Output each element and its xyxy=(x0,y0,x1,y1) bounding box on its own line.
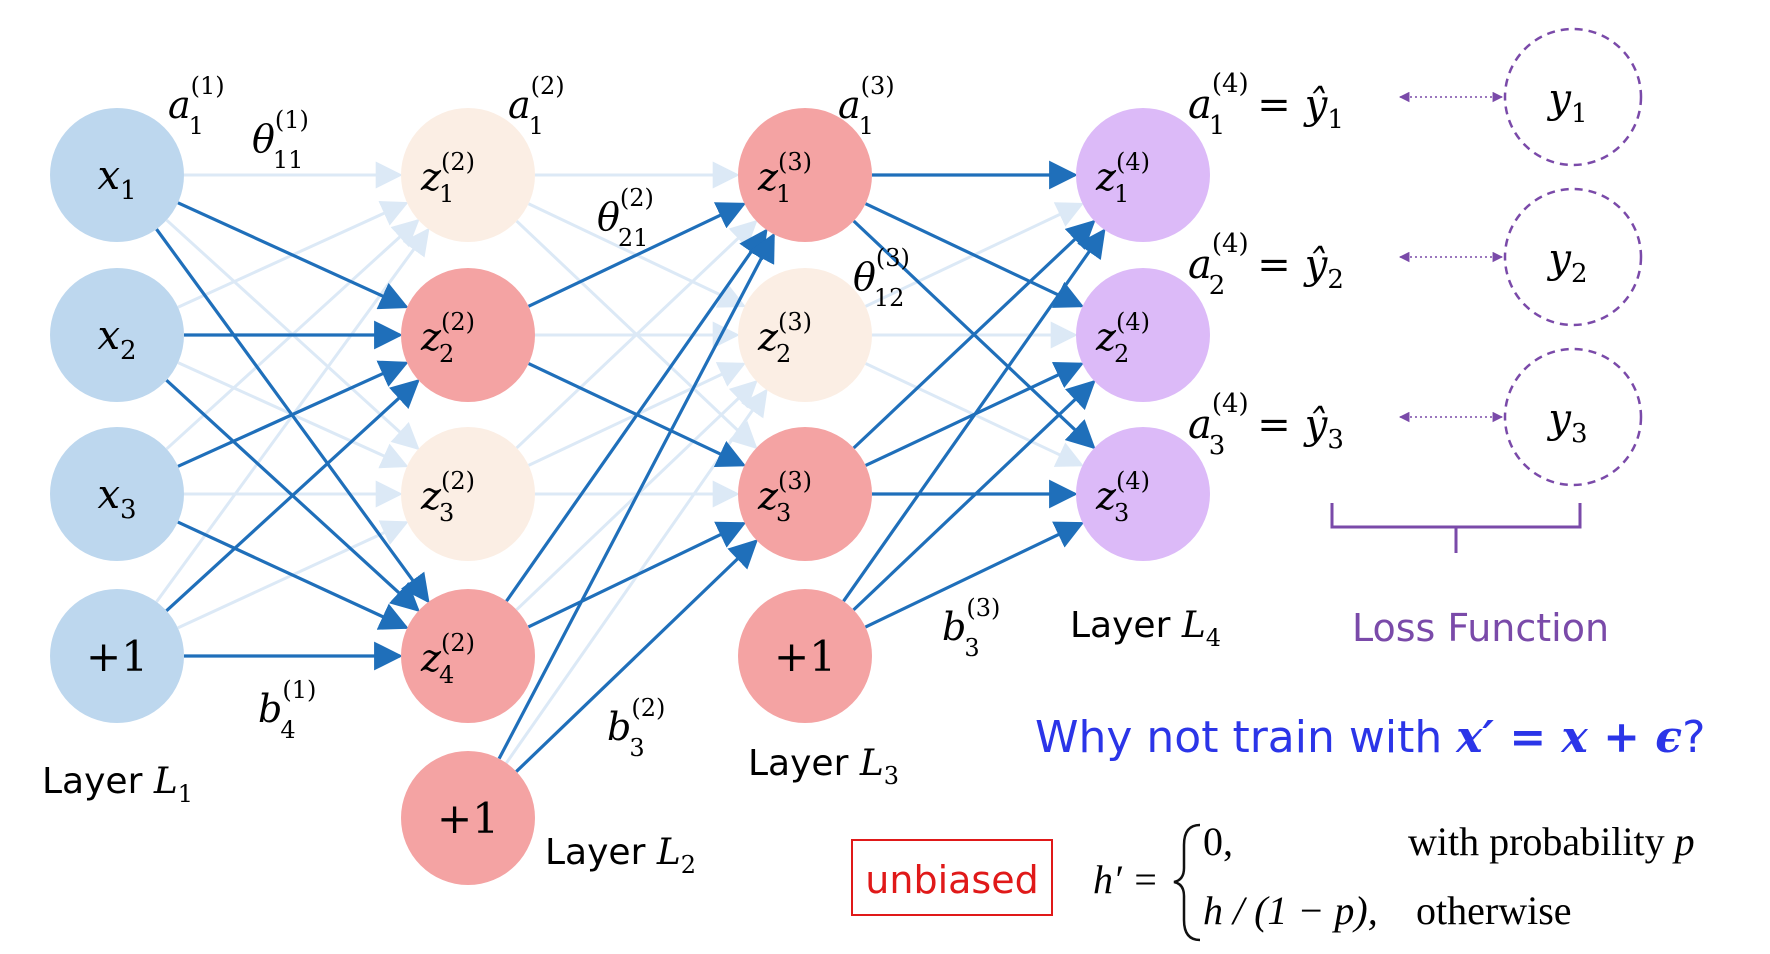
edge-l2-4-to-l3-3 xyxy=(527,521,747,629)
node-z4-3 xyxy=(1076,427,1210,561)
unbiased-box xyxy=(851,839,1053,916)
loss-function-label: Loss Function xyxy=(1352,606,1609,650)
annotation-a1-1: a(1)1 xyxy=(168,72,225,140)
annotation-b4-1: b(1)4 xyxy=(258,676,316,744)
layer-1-nodes: x1 x2 x3 +1 xyxy=(50,108,184,723)
annotation-a3-1: a(3)1 xyxy=(838,72,895,140)
layer-labels: Layer L1 Layer L2 Layer L3 Layer L4 xyxy=(42,605,1221,879)
target-nodes: y1 y2 y3 xyxy=(1503,27,1643,487)
node-z4-1 xyxy=(1076,108,1210,242)
edge-l3-4-to-l4-3 xyxy=(864,521,1085,629)
formula-case1-condition: with probability p xyxy=(1408,819,1695,864)
active-connections xyxy=(155,160,1106,773)
node-z3-1 xyxy=(738,108,872,242)
node-y1 xyxy=(1503,27,1643,167)
formula-case1-value: 0, xyxy=(1203,819,1233,864)
node-x1 xyxy=(50,108,184,242)
dropout-formula: h′ = 0, with probability p h / (1 − p), … xyxy=(1093,819,1695,942)
node-y3-label: y3 xyxy=(1546,396,1587,449)
node-bias-2-label: +1 xyxy=(437,794,499,843)
node-y2-label: y2 xyxy=(1546,236,1587,289)
node-z4-1-label: z(4)1 xyxy=(1095,148,1150,208)
node-y3 xyxy=(1503,347,1643,487)
annotation-theta-11: θ(1)11 xyxy=(252,106,309,174)
node-z3-2 xyxy=(738,268,872,402)
edge-l3-4-to-l4-1 xyxy=(842,228,1106,603)
node-x2 xyxy=(50,268,184,402)
node-x3-label: x3 xyxy=(97,472,136,525)
layer-label-3: Layer L3 xyxy=(748,743,899,790)
edge-l2-4-to-l3-1 xyxy=(505,228,768,603)
annotation-a2-1: a(2)1 xyxy=(508,72,565,140)
edge-l1-3-to-l2-4 xyxy=(177,520,409,630)
question-text: Why not train with x′ = x + ϵ? xyxy=(1035,712,1705,763)
layer-4-nodes: z(4)1 z(4)2 z(4)3 xyxy=(1076,108,1210,561)
node-bias-3-label: +1 xyxy=(774,632,836,681)
node-bias-1 xyxy=(50,589,184,723)
node-z2-4 xyxy=(401,589,535,723)
node-bias-1-label: +1 xyxy=(86,632,148,681)
node-bias-3 xyxy=(738,589,872,723)
output-eq-1: a(4)1=ŷ1 xyxy=(1188,69,1344,141)
node-z3-3 xyxy=(738,427,872,561)
loss-brace xyxy=(1330,503,1582,553)
edge-l1-4-to-l2-2 xyxy=(165,378,420,612)
node-z4-2-label: z(4)2 xyxy=(1095,308,1150,368)
node-z2-3-label: z(2)3 xyxy=(420,467,475,527)
output-eq-3: a(4)3=ŷ3 xyxy=(1188,389,1344,461)
node-y1-label: y1 xyxy=(1546,76,1587,129)
node-z3-1-label: z(3)1 xyxy=(757,148,812,208)
layer-3-nodes: z(3)1 z(3)2 z(3)3 +1 xyxy=(738,108,872,723)
node-y2 xyxy=(1503,187,1643,327)
node-bias-2 xyxy=(401,751,535,885)
node-z2-3 xyxy=(401,427,535,561)
node-z4-3-label: z(4)3 xyxy=(1095,467,1150,527)
layer-label-4: Layer L4 xyxy=(1070,605,1221,652)
annotation-b3-3: b(3)3 xyxy=(942,594,1000,662)
node-z2-2 xyxy=(401,268,535,402)
layer-2-nodes: z(2)1 z(2)2 z(2)3 z(2)4 +1 xyxy=(401,108,535,885)
layer-label-2: Layer L2 xyxy=(545,832,696,879)
annotation-b3-2: b(2)3 xyxy=(607,694,665,762)
node-x1-label: x1 xyxy=(97,153,136,206)
layer-label-1: Layer L1 xyxy=(42,761,193,808)
annotation-theta-21: θ(2)21 xyxy=(597,184,654,252)
output-eq-2: a(4)2=ŷ2 xyxy=(1188,229,1344,301)
node-x2-label: x2 xyxy=(97,313,136,366)
formula-lhs: h′ = xyxy=(1093,857,1159,902)
annotation-theta-12: θ(3)12 xyxy=(853,244,910,312)
formula-case2-value: h / (1 − p), xyxy=(1203,888,1378,933)
node-z3-2-label: z(3)2 xyxy=(757,308,812,368)
output-equations: a(4)1=ŷ1 a(4)2=ŷ2 a(4)3=ŷ3 xyxy=(1188,69,1344,461)
node-z2-2-label: z(2)2 xyxy=(420,308,475,368)
edge-l1-3-to-l2-2 xyxy=(177,360,409,468)
node-z2-1 xyxy=(401,108,535,242)
node-x3 xyxy=(50,427,184,561)
edge-l3-4-to-l4-2 xyxy=(852,379,1096,612)
edge-l2-2-to-l3-1 xyxy=(527,202,747,308)
node-z3-3-label: z(3)3 xyxy=(757,467,812,527)
weight-annotations: a(1)1 a(2)1 a(3)1 θ(1)11 θ(2)21 θ(3)12 b… xyxy=(168,72,1000,762)
node-z2-4-label: z(2)4 xyxy=(420,629,475,689)
edge-l2-5-to-l3-1 xyxy=(497,232,775,760)
node-z4-2 xyxy=(1076,268,1210,402)
edge-l2-5-to-l3-3 xyxy=(515,539,759,773)
formula-case2-condition: otherwise xyxy=(1416,888,1572,933)
unbiased-label: unbiased xyxy=(865,858,1038,902)
edge-l1-1-to-l2-2 xyxy=(177,201,409,310)
edge-l2-3-to-l3-1 xyxy=(515,219,758,450)
node-z2-1-label: z(2)1 xyxy=(420,148,475,208)
edge-l3-3-to-l4-1 xyxy=(852,219,1096,450)
formula-brace xyxy=(1173,823,1201,942)
loss-arrows xyxy=(1398,91,1504,423)
edge-l3-1-to-l4-2 xyxy=(864,202,1085,308)
